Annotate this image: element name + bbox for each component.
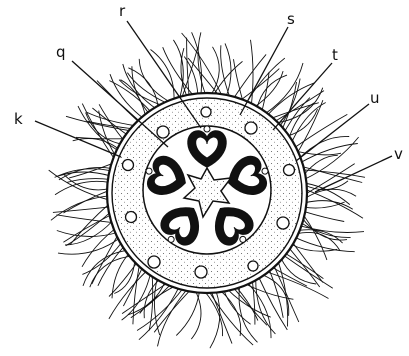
hair: [163, 47, 194, 96]
hair: [53, 207, 110, 213]
hair: [55, 169, 112, 178]
hair: [92, 234, 118, 284]
hair: [300, 144, 358, 163]
label-v: v: [394, 145, 403, 163]
hair: [122, 283, 168, 314]
hair: [247, 283, 271, 339]
hair: [303, 214, 327, 260]
hair: [109, 81, 151, 113]
hair: [99, 104, 124, 140]
hair: [90, 256, 132, 287]
hair: [233, 287, 267, 325]
hair: [57, 215, 114, 223]
label-k: k: [14, 110, 23, 128]
hair: [109, 262, 137, 297]
hair: [240, 69, 279, 101]
label-r: r: [119, 2, 126, 20]
hair: [285, 253, 324, 279]
hair: [256, 278, 276, 334]
hair: [305, 189, 356, 198]
hair: [296, 232, 340, 250]
hair: [303, 211, 344, 221]
hair: [82, 242, 122, 275]
hair: [305, 181, 348, 190]
hair: [210, 291, 220, 349]
hair: [262, 72, 269, 112]
hair: [252, 280, 255, 325]
hair: [83, 250, 128, 286]
label-q: q: [56, 43, 66, 61]
hair: [55, 181, 110, 195]
hair: [304, 137, 359, 179]
hair: [225, 43, 231, 97]
hair: [292, 242, 323, 283]
hair: [224, 290, 251, 325]
hair: [191, 290, 201, 339]
label-u: u: [370, 89, 380, 107]
hair: [114, 259, 135, 293]
hair: [58, 238, 120, 254]
label-s: s: [287, 10, 295, 28]
hair: [176, 291, 199, 336]
label-t: t: [332, 46, 338, 64]
hair: [299, 226, 364, 233]
hair: [92, 108, 127, 135]
